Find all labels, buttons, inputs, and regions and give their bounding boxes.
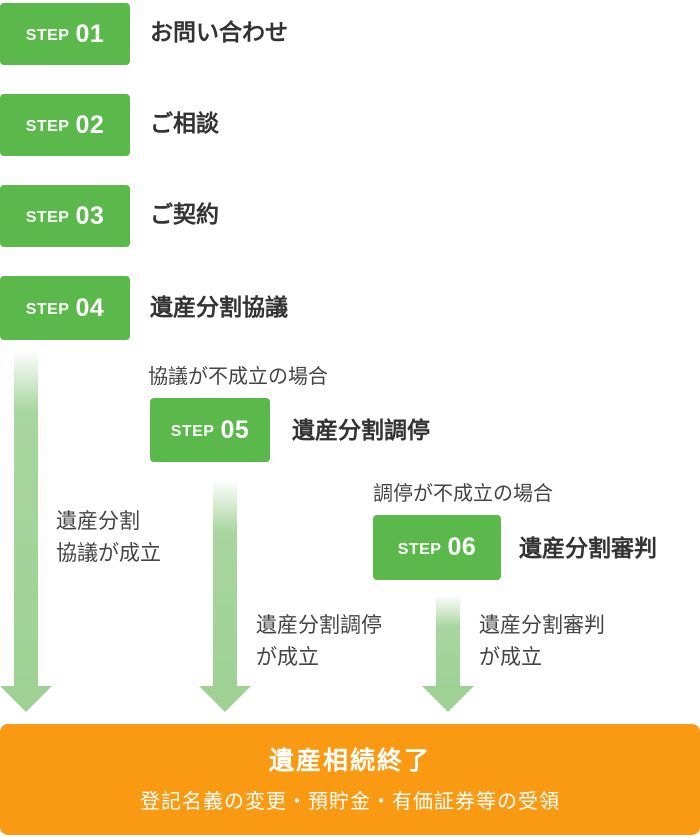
down-arrow-icon: [422, 595, 474, 712]
step-02-badge: STEP 02: [0, 94, 130, 156]
step-06-title: 遺産分割審判: [519, 536, 657, 562]
result-line: 遺産分割審判: [479, 613, 605, 637]
result-line: が成立: [479, 644, 542, 669]
step-05-title: 遺産分割調停: [292, 418, 430, 444]
step-05-badge: STEP 05: [150, 398, 270, 462]
result-line: 協議が成立: [56, 540, 161, 565]
step-number: 06: [447, 533, 477, 561]
result-kyogi-label: 遺産分割 協議が成立: [56, 506, 161, 569]
result-line: 遺産分割: [56, 509, 140, 533]
step-06-badge: STEP 06: [373, 515, 501, 580]
step-word: STEP: [25, 209, 70, 226]
step-number: 01: [75, 19, 105, 48]
result-line: 遺産分割調停: [256, 613, 382, 637]
final-title: 遺産相続終了: [268, 746, 431, 775]
step-04-badge: STEP 04: [0, 276, 130, 340]
final-subtitle: 登記名義の変更・預貯金・有価証券等の受領: [140, 789, 560, 813]
step-01-badge: STEP 01: [0, 3, 130, 65]
step-number: 02: [75, 110, 105, 139]
step-word: STEP: [170, 423, 215, 440]
down-arrow-icon: [0, 350, 52, 712]
final-box: 遺産相続終了 登記名義の変更・預貯金・有価証券等の受領: [0, 724, 700, 835]
step-number: 05: [220, 415, 250, 444]
down-arrow-icon: [199, 480, 251, 712]
step-number: 03: [75, 201, 105, 230]
step-03-badge: STEP 03: [0, 185, 130, 247]
result-line: が成立: [256, 644, 319, 669]
step-01-title: お問い合わせ: [150, 20, 288, 46]
step-word: STEP: [25, 27, 70, 44]
step-04-title: 遺産分割協議: [150, 295, 288, 321]
step-word: STEP: [397, 540, 442, 558]
step-word: STEP: [25, 301, 70, 318]
step-number: 04: [75, 293, 105, 322]
result-shinpan-label: 遺産分割審判 が成立: [479, 610, 605, 673]
result-chotei-label: 遺産分割調停 が成立: [256, 610, 382, 673]
step-03-title: ご契約: [150, 202, 219, 228]
step-02-title: ご相談: [150, 111, 219, 137]
step-05-condition: 協議が不成立の場合: [148, 364, 328, 388]
step-06-condition: 調停が不成立の場合: [373, 481, 553, 505]
step-word: STEP: [25, 118, 70, 135]
